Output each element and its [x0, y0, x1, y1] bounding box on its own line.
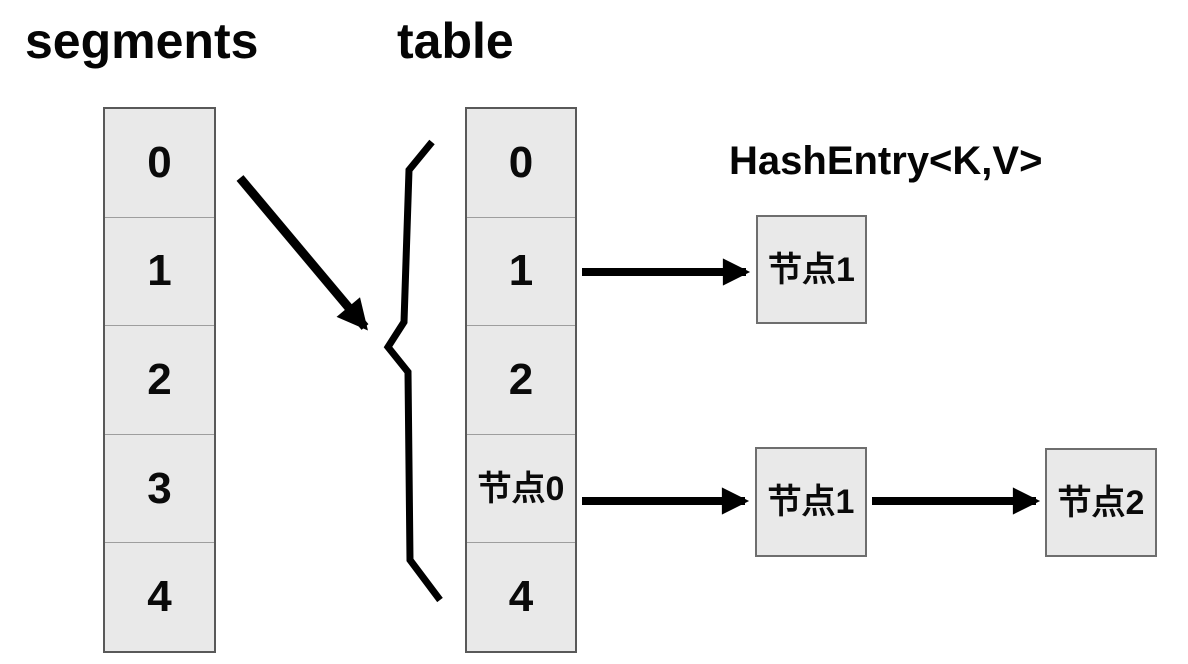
hashentry-chain-node1: 节点1 — [755, 447, 867, 557]
left-curly-brace-icon — [383, 139, 443, 603]
table-cell-4: 4 — [467, 542, 575, 651]
segments-title: segments — [25, 13, 259, 69]
segments-cell-2: 2 — [105, 325, 214, 434]
table-cell-0: 0 — [467, 109, 575, 217]
table-title: table — [397, 13, 514, 69]
hashentry-node-bucket1-label: 节点1 — [768, 250, 855, 289]
table-array: 0 1 2 节点0 4 — [465, 107, 577, 653]
hashentry-chain-node1-label: 节点1 — [767, 483, 855, 521]
segments-cell-3-label: 3 — [147, 463, 172, 513]
table-cell-0-label: 0 — [508, 137, 534, 187]
hashentry-chain-node2: 节点2 — [1045, 448, 1157, 557]
segments-cell-0: 0 — [105, 109, 214, 217]
hashentry-type-label: HashEntry<K,V> — [729, 139, 1043, 183]
table-cell-3: 节点0 — [467, 433, 575, 543]
hashentry-node-bucket1: 节点1 — [756, 215, 867, 324]
segments-cell-0-label: 0 — [147, 137, 172, 187]
hashentry-chain-node2-label: 节点2 — [1057, 483, 1145, 522]
segments-cell-4: 4 — [105, 542, 214, 651]
table-cell-2-label: 2 — [508, 354, 534, 404]
diagonal-arrow-icon — [236, 175, 369, 331]
segments-cell-1: 1 — [105, 216, 214, 326]
table-cell-2: 2 — [467, 325, 575, 434]
table-cell-3-label: 节点0 — [477, 469, 565, 508]
segments-cell-1-label: 1 — [147, 246, 172, 296]
table-cell-1-label: 1 — [508, 246, 534, 296]
segments-cell-3: 3 — [105, 433, 214, 543]
segments-cell-4-label: 4 — [147, 572, 172, 622]
table-cell-4-label: 4 — [508, 572, 534, 622]
segments-cell-2-label: 2 — [147, 354, 172, 404]
table-cell-1: 1 — [467, 216, 575, 326]
segments-array: 0 1 2 3 4 — [103, 107, 216, 653]
